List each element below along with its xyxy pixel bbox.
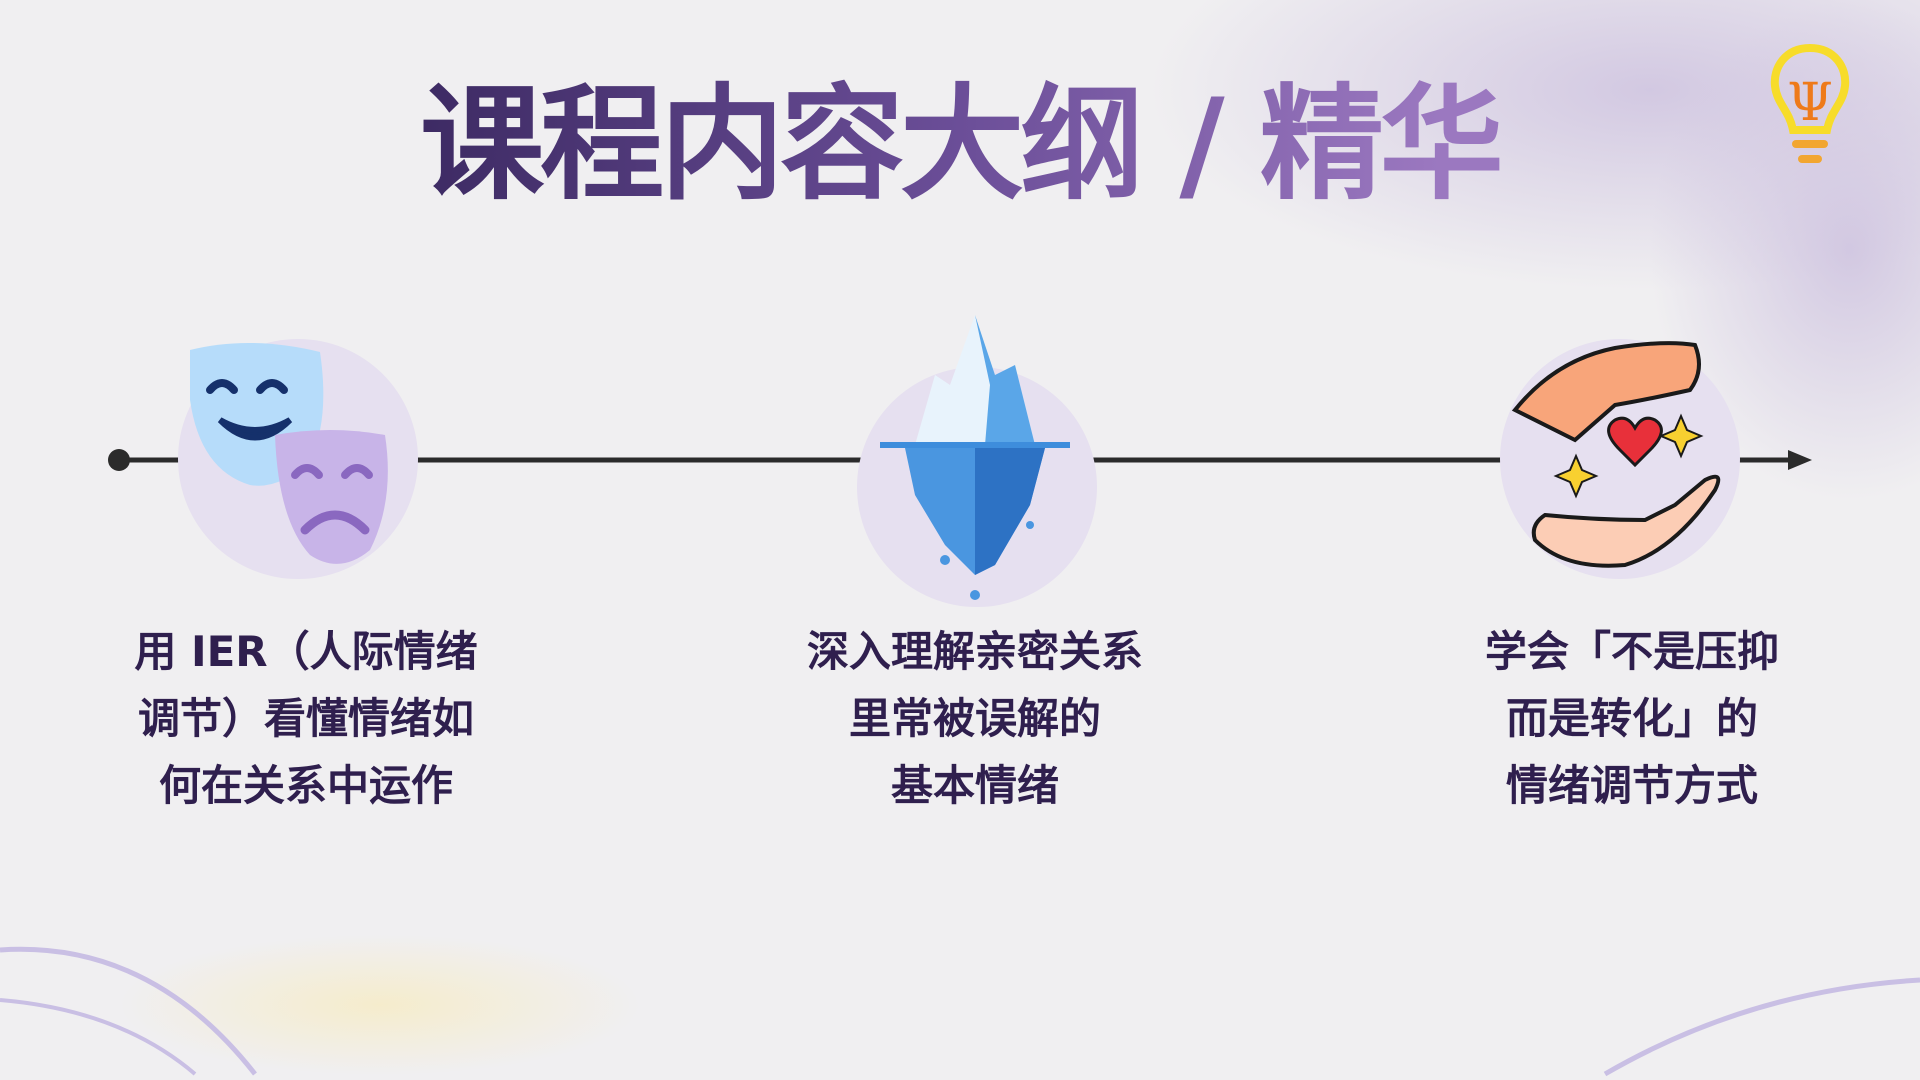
outline-item-basic-emotions: 深入理解亲密关系 里常被误解的 基本情绪 <box>765 618 1185 819</box>
timeline-arrow-head <box>1788 450 1812 470</box>
item-text-line: 而是转化」的 <box>1505 694 1758 743</box>
svg-text:Ψ: Ψ <box>1787 73 1833 133</box>
lightbulb-psi-icon: Ψ <box>1770 43 1850 163</box>
theater-masks-icon <box>190 342 388 564</box>
item-text-line: 用 IER（人际情绪 <box>134 627 478 676</box>
item-text-line: 何在关系中运作 <box>158 761 453 810</box>
item-text-line: 情绪调节方式 <box>1505 761 1758 810</box>
timeline-start-dot <box>108 449 130 471</box>
outline-item-regulation: 学会「不是压抑 而是转化」的 情绪调节方式 <box>1422 618 1842 819</box>
iceberg-icon <box>880 315 1070 600</box>
caring-hands-heart-icon <box>1511 341 1721 568</box>
item-text-line: 深入理解亲密关系 <box>806 627 1143 676</box>
item-text-line: 学会「不是压抑 <box>1484 627 1779 676</box>
item-text-line: 调节）看懂情绪如 <box>137 694 474 743</box>
item-text-line: 基本情绪 <box>890 761 1059 810</box>
page-title: 课程内容大纲 / 精华 <box>0 70 1920 220</box>
item-text-line: 里常被误解的 <box>848 694 1101 743</box>
outline-item-ier: 用 IER（人际情绪 调节）看懂情绪如 何在关系中运作 <box>96 618 516 819</box>
